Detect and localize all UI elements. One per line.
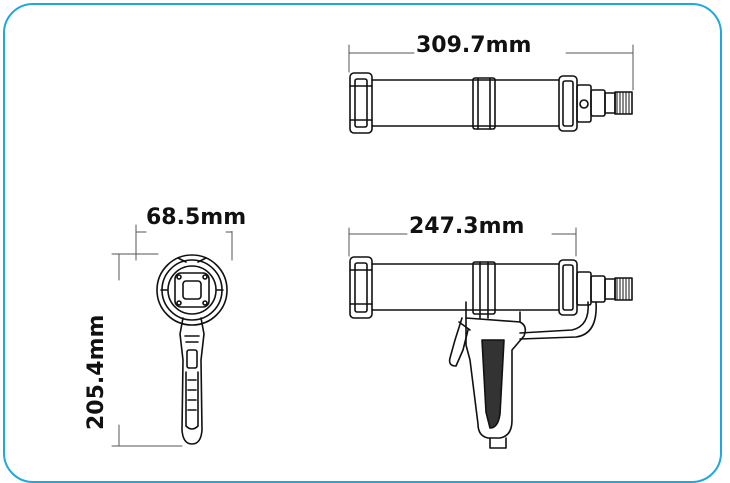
top-view-tool [348, 44, 634, 134]
bottom-length-label: 247.3mm [409, 214, 525, 240]
top-length-label: 309.7mm [416, 33, 532, 59]
top-dimension-line [348, 44, 634, 91]
front-width-label: 68.5mm [146, 205, 247, 231]
side-view-tool [348, 227, 633, 449]
front-dimension-lines [111, 224, 233, 447]
front-height-label: 205.4mm [84, 314, 110, 430]
side-dimension-line [348, 227, 577, 257]
front-view-tool [111, 224, 233, 447]
